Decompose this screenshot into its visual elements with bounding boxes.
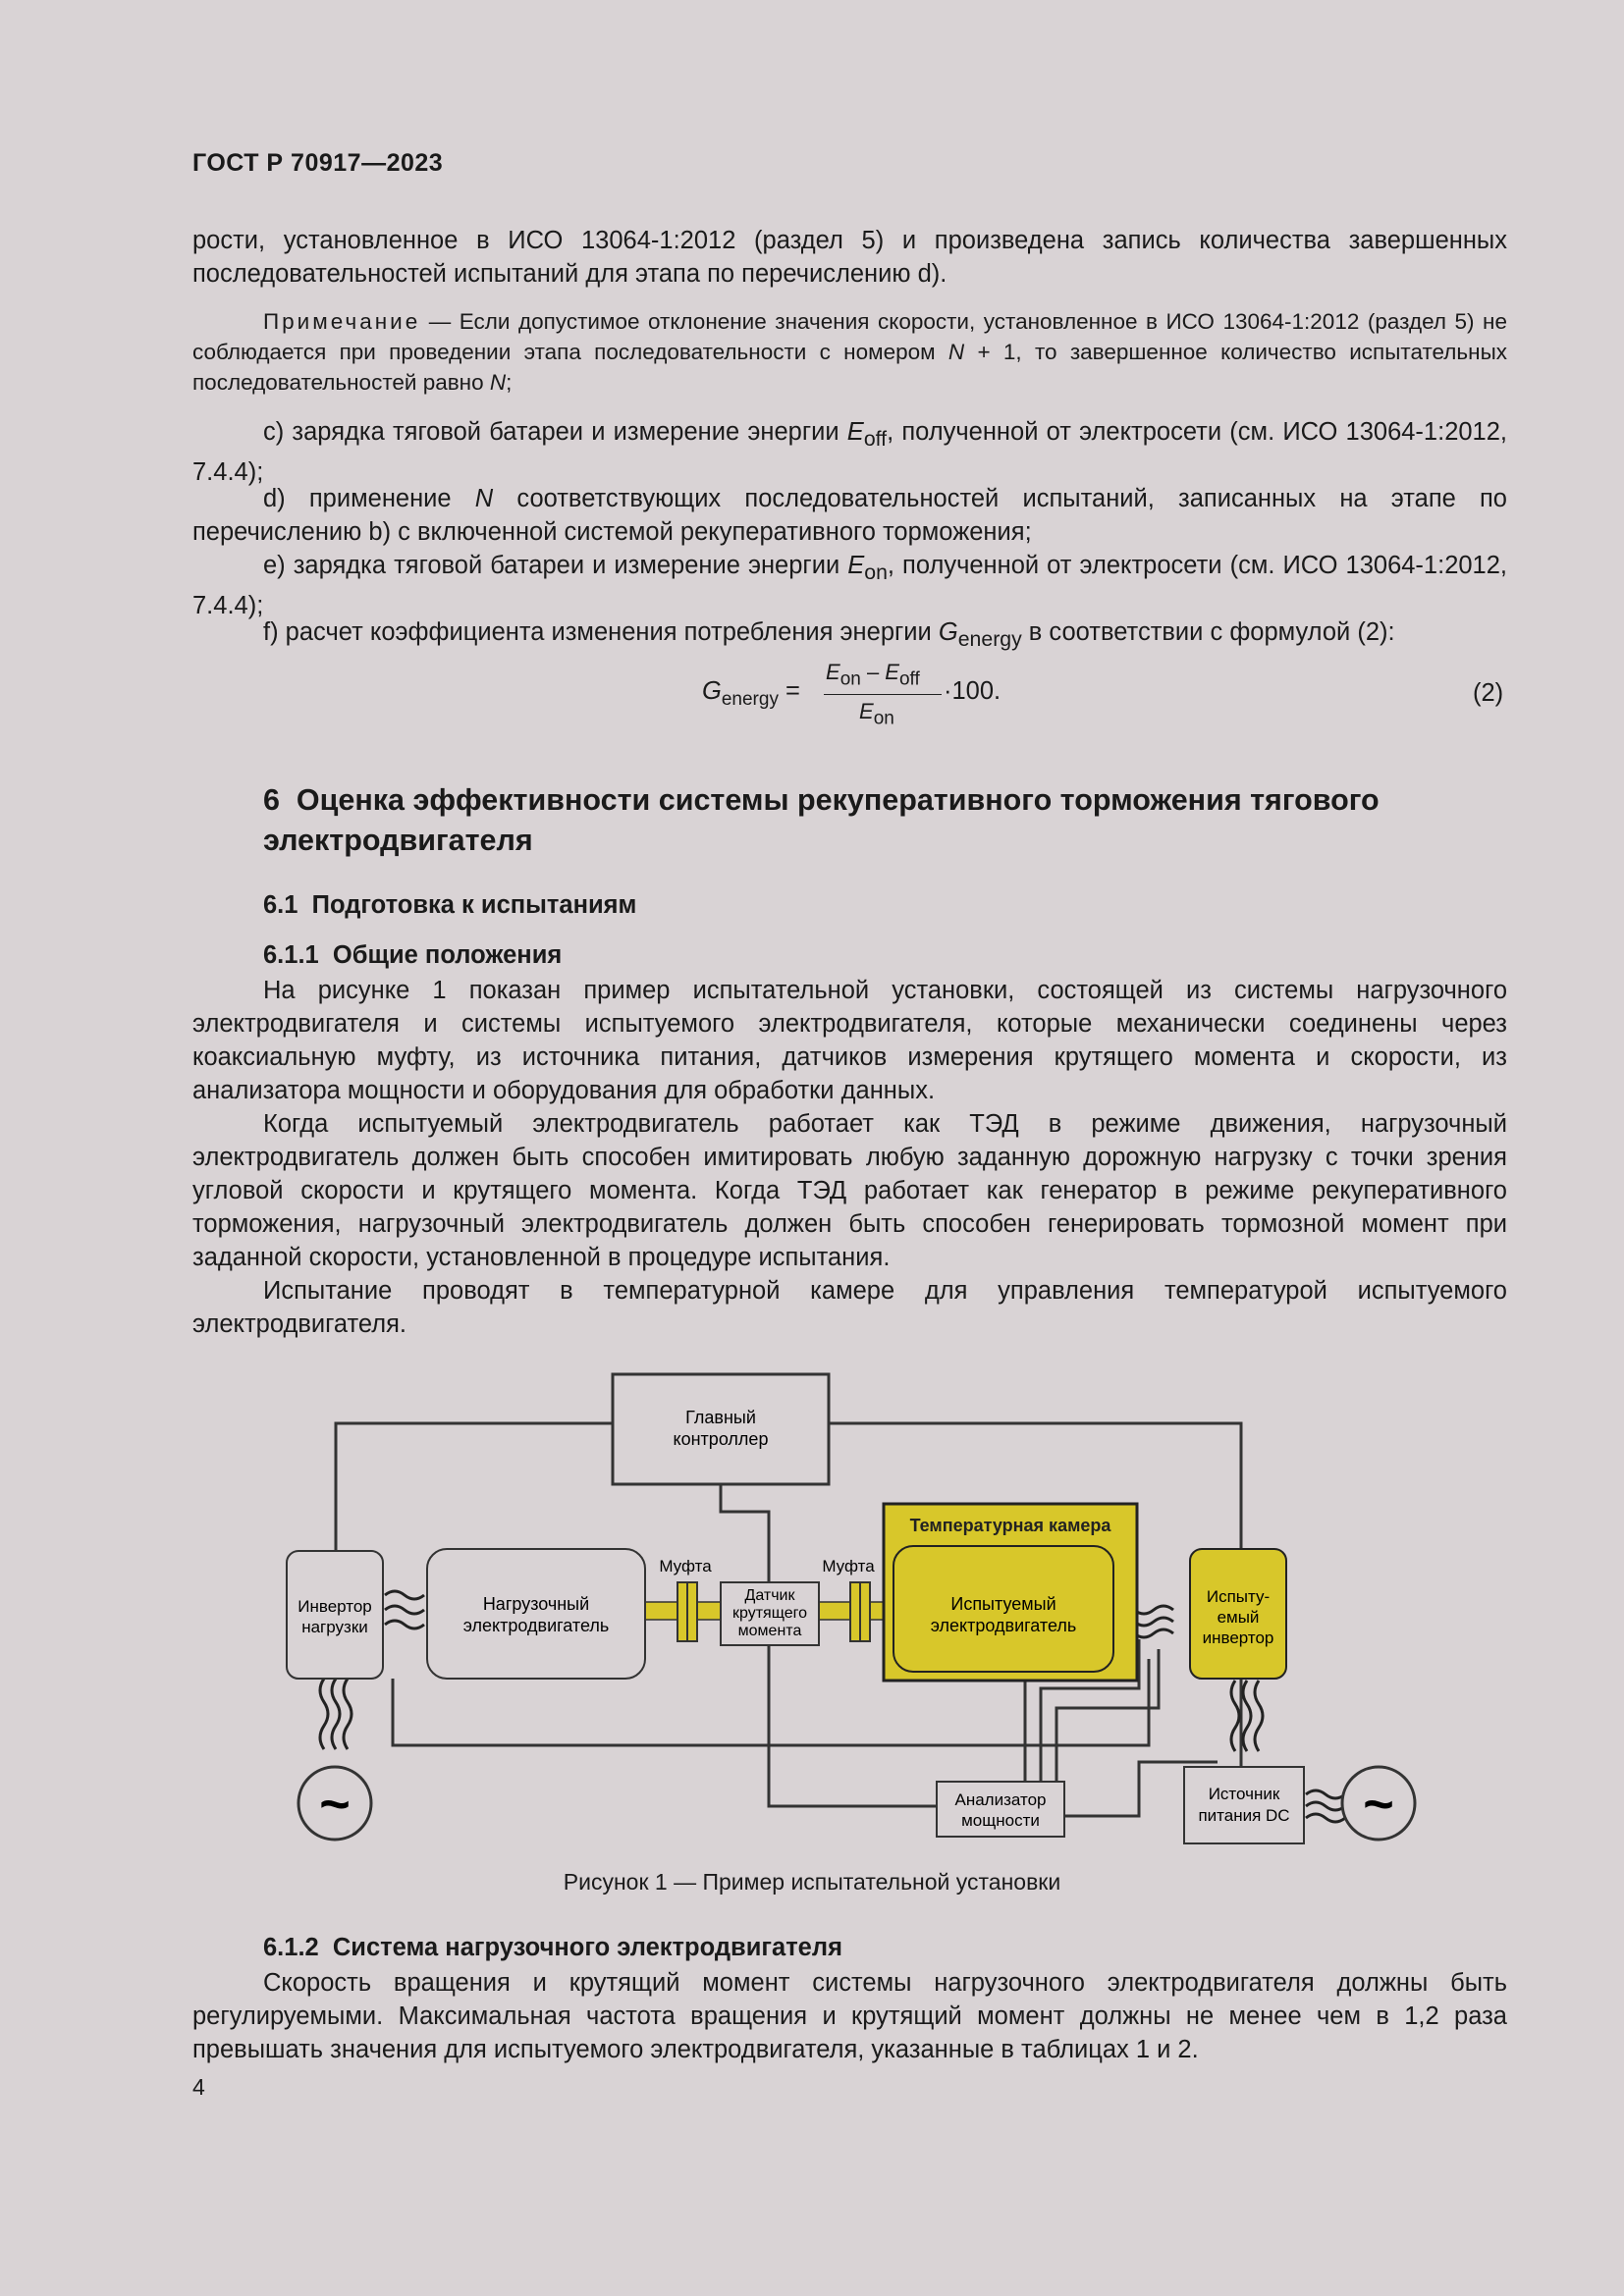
formula-denominator: Eon bbox=[859, 699, 894, 729]
paragraph-6-1-1-a: На рисунке 1 показан пример испытательно… bbox=[192, 977, 1507, 1104]
note-text-1: — Если допустимое отклонение значения ск… bbox=[192, 309, 1507, 364]
wire-load-loop bbox=[391, 1659, 1151, 1747]
coupling-right-flange-a bbox=[849, 1581, 861, 1642]
note-var-n2: N bbox=[489, 370, 507, 395]
wire-analyzer-motor-3 bbox=[1055, 1649, 1161, 1782]
formula-tail: ·100. bbox=[944, 677, 1001, 705]
section-6-1-1-heading: 6.1.1 Общие положения bbox=[263, 941, 563, 969]
main-controller-box bbox=[611, 1372, 831, 1486]
section-6-1-heading: 6.1 Подготовка к испытаниям bbox=[263, 891, 637, 919]
formula-numerator: Eon – Eoff bbox=[826, 660, 920, 690]
paragraph-6-1-1-b: Когда испытуемый электродвигатель работа… bbox=[192, 1110, 1507, 1271]
section-6-heading: 6 Оценка эффективности системы рекуперат… bbox=[263, 783, 1380, 857]
figure-caption: Рисунок 1 — Пример испытательной установ… bbox=[563, 1869, 1061, 1895]
torque-sensor-box bbox=[720, 1581, 820, 1646]
test-inverter-label-3: инвертор bbox=[1203, 1629, 1274, 1647]
coupling-right-label: Муфта bbox=[822, 1557, 875, 1575]
ac-source-right-icon bbox=[1340, 1765, 1417, 1842]
wire-analyzer-motor-2 bbox=[1039, 1639, 1141, 1782]
wire-analyzer-to-dc bbox=[1064, 1760, 1218, 1818]
test-inverter-label-2: емый bbox=[1218, 1608, 1260, 1627]
load-inverter-label-2: нагрузки bbox=[301, 1618, 368, 1636]
main-controller-label-1: Главный bbox=[685, 1408, 756, 1427]
note-text-3: ; bbox=[506, 370, 513, 395]
coupling-left-flange-a bbox=[677, 1581, 688, 1642]
paragraph-6-1-2: Скорость вращения и крутящий момент сист… bbox=[192, 1969, 1507, 2063]
test-inverter-box bbox=[1189, 1548, 1287, 1680]
load-inverter-label-1: Инвертор bbox=[298, 1597, 372, 1616]
load-motor-label-1: Нагрузочный bbox=[483, 1594, 589, 1614]
section-6-1-2-heading: 6.1.2 Система нагрузочного электродвигат… bbox=[263, 1934, 842, 1961]
power-analyzer-label-1: Анализатор bbox=[955, 1790, 1047, 1809]
load-motor-box bbox=[426, 1548, 646, 1680]
list-item-e: e) зарядка тяговой батареи и измерение э… bbox=[192, 552, 1508, 620]
coupling-right-flange-b bbox=[859, 1581, 871, 1642]
note-label: Примечание bbox=[263, 309, 421, 334]
dc-source-label-2: питания DC bbox=[1198, 1806, 1289, 1825]
test-motor-label-1: Испытуемый bbox=[950, 1594, 1056, 1614]
torque-sensor-label-1: Датчик bbox=[745, 1587, 796, 1604]
load-motor-label-2: электродвигатель bbox=[463, 1616, 610, 1635]
test-inverter-label-1: Испыту- bbox=[1207, 1587, 1270, 1606]
dc-source-box bbox=[1183, 1766, 1305, 1844]
ac-source-right-symbol: ~ bbox=[1363, 1775, 1394, 1834]
formula-number: (2) bbox=[1473, 679, 1504, 707]
dc-source-label-1: Источник bbox=[1209, 1785, 1280, 1803]
formula-2: Genergy = Eon – Eoff Eon ·100. bbox=[702, 660, 1001, 734]
cable-dc-to-grid bbox=[1305, 1789, 1346, 1824]
cable-inverter-to-dc bbox=[1229, 1680, 1265, 1752]
cable-inverter-to-motor bbox=[384, 1589, 425, 1630]
coupling-left-flange-b bbox=[686, 1581, 698, 1642]
load-inverter-box bbox=[286, 1550, 384, 1680]
power-analyzer-box bbox=[936, 1781, 1065, 1838]
note-text-2: + 1, то завершенное количество испытател… bbox=[192, 340, 1508, 395]
cable-inverter-to-grid bbox=[318, 1678, 353, 1750]
list-item-c: c) зарядка тяговой батареи и измерение э… bbox=[192, 418, 1508, 487]
page-number: 4 bbox=[192, 2074, 205, 2100]
list-item-f: f) расчет коэффициента изменения потребл… bbox=[263, 618, 1395, 652]
wire-controller-to-load-inverter bbox=[334, 1421, 613, 1551]
coupling-left-label: Муфта bbox=[659, 1557, 712, 1575]
fraction-bar bbox=[824, 694, 942, 695]
list-item-d: d) применение N соответствующих последов… bbox=[192, 485, 1507, 546]
document-header: ГОСТ Р 70917—2023 bbox=[192, 149, 444, 177]
paragraph-continuation: рости, установленное в ИСО 13064-1:2012 … bbox=[192, 227, 1507, 288]
wire-controller-to-test-inverter bbox=[829, 1421, 1243, 1551]
note-var-n1: N bbox=[947, 340, 965, 364]
paragraph-6-1-1-c: Испытание проводят в температурной камер… bbox=[192, 1277, 1507, 1338]
torque-sensor-label-3: момента bbox=[738, 1623, 802, 1639]
formula-lhs: Genergy = bbox=[702, 677, 800, 711]
power-analyzer-label-2: мощности bbox=[961, 1811, 1040, 1830]
test-motor-label-2: электродвигатель bbox=[931, 1616, 1077, 1635]
test-motor-box bbox=[893, 1545, 1114, 1673]
ac-source-left-icon bbox=[297, 1765, 373, 1842]
note: Примечание — Если допустимое отклонение … bbox=[192, 306, 1507, 398]
ac-source-left-symbol: ~ bbox=[319, 1775, 351, 1834]
wire-controller-to-analyzer bbox=[719, 1484, 937, 1808]
main-controller-label-2: контроллер bbox=[674, 1429, 769, 1449]
torque-sensor-label-2: крутящего bbox=[732, 1605, 807, 1622]
temperature-chamber-label: Температурная камера bbox=[910, 1516, 1112, 1535]
